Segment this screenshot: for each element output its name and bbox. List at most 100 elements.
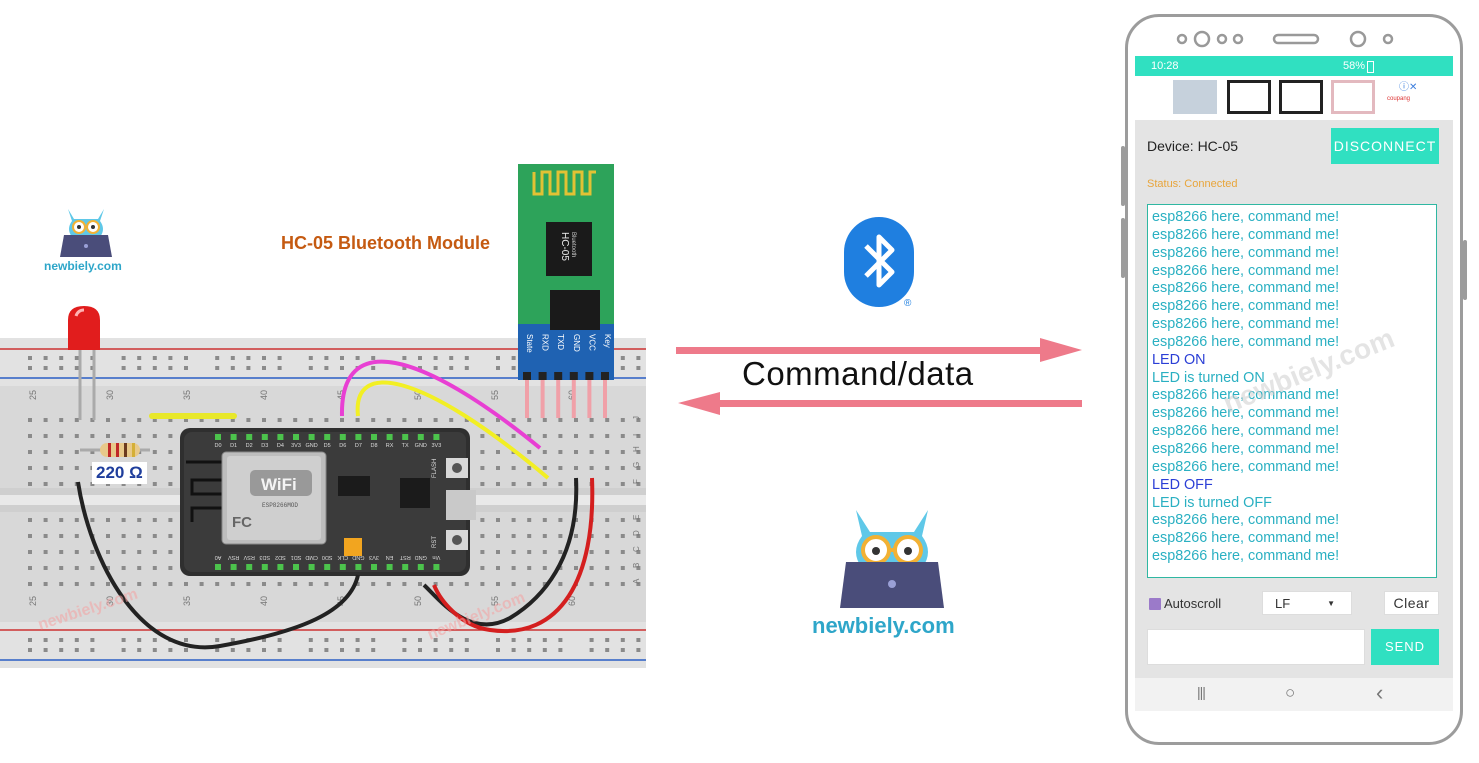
- disconnect-button[interactable]: DISCONNECT: [1331, 128, 1439, 164]
- clear-button[interactable]: Clear: [1384, 591, 1439, 615]
- ad-banner[interactable]: ⓘ✕ coupang: [1135, 76, 1453, 120]
- header-pin: [277, 564, 284, 570]
- hole: [137, 434, 142, 438]
- rail-hole: [511, 648, 516, 652]
- hole: [542, 518, 547, 522]
- console-line: esp8266 here, command me!: [1152, 423, 1340, 440]
- module-pin-label: RXD: [541, 334, 550, 351]
- header-pin: [293, 564, 299, 570]
- row-letter: A: [632, 578, 641, 584]
- phone-side-button-left-2[interactable]: [1121, 218, 1125, 278]
- header-pin: [402, 564, 409, 570]
- rail-hole: [28, 356, 32, 360]
- rail-hole: [355, 638, 360, 642]
- column-number: 55: [490, 596, 500, 606]
- hole: [620, 466, 625, 470]
- hole: [464, 418, 469, 422]
- hole: [90, 582, 95, 586]
- rail-hole: [620, 638, 625, 642]
- rail-hole: [558, 648, 563, 652]
- console-line: esp8266 here, command me!: [1152, 333, 1340, 350]
- hole: [574, 434, 578, 438]
- hole: [74, 518, 79, 522]
- phone-side-button-right[interactable]: [1463, 240, 1467, 300]
- recents-icon[interactable]: |||: [1197, 684, 1206, 700]
- owl-logo-icon: [60, 209, 112, 257]
- hole: [59, 450, 64, 454]
- rail-hole: [620, 366, 625, 370]
- rail-hole: [59, 356, 64, 360]
- hole: [496, 466, 500, 470]
- column-number: 55: [490, 390, 500, 400]
- rail-hole: [324, 356, 329, 360]
- hole: [464, 582, 469, 586]
- hole: [59, 434, 64, 438]
- hole: [542, 582, 547, 586]
- ad-badge[interactable]: ⓘ✕: [1399, 82, 1418, 93]
- module-pin-header: [569, 372, 578, 380]
- hole: [574, 566, 578, 570]
- rail-hole: [636, 638, 641, 642]
- module-pin-leg: [587, 380, 592, 418]
- logo-text: newbiely.com: [44, 259, 122, 273]
- rail-hole: [496, 366, 500, 370]
- hole: [620, 550, 625, 554]
- hole: [28, 450, 32, 454]
- hole: [542, 418, 547, 422]
- header-pin: [339, 434, 346, 440]
- hole: [355, 582, 360, 586]
- hole: [433, 582, 438, 586]
- hole: [121, 534, 126, 538]
- console-line: esp8266 here, command me!: [1152, 316, 1340, 333]
- hole: [28, 550, 32, 554]
- rail-hole: [59, 638, 64, 642]
- rail-hole: [90, 356, 95, 360]
- rail-hole: [355, 356, 360, 360]
- line-ending-select[interactable]: LF▼: [1262, 591, 1352, 615]
- home-icon[interactable]: ○: [1285, 683, 1296, 702]
- hole: [511, 434, 516, 438]
- hole: [542, 482, 547, 486]
- hole: [574, 534, 578, 538]
- hole: [480, 550, 485, 554]
- hole: [152, 582, 157, 586]
- message-input[interactable]: [1147, 629, 1365, 665]
- hole: [293, 418, 298, 422]
- hole: [43, 418, 48, 422]
- rail-hole: [215, 366, 220, 370]
- red-led: [68, 306, 100, 420]
- hole: [90, 566, 95, 570]
- header-pin: [246, 564, 253, 570]
- ad-thumb-2[interactable]: [1227, 80, 1271, 114]
- hole: [620, 518, 625, 522]
- serial-console[interactable]: esp8266 here, command me!esp8266 here, c…: [1147, 204, 1437, 578]
- hole: [433, 418, 438, 422]
- ad-thumb-3[interactable]: [1279, 80, 1323, 114]
- back-icon[interactable]: ‹: [1376, 680, 1384, 705]
- rail-hole: [74, 366, 79, 370]
- send-button[interactable]: SEND: [1371, 629, 1439, 665]
- hole: [230, 582, 235, 586]
- phone-side-button-left[interactable]: [1121, 146, 1125, 206]
- ad-thumb-4[interactable]: [1331, 80, 1375, 114]
- module-label: HC-05 Bluetooth Module: [281, 233, 490, 253]
- rail-hole: [418, 366, 422, 370]
- module-pin-label: GND: [572, 334, 581, 352]
- autoscroll-checkbox[interactable]: Autoscroll: [1149, 596, 1221, 611]
- hole: [340, 418, 344, 422]
- rail-hole: [449, 356, 454, 360]
- rail-hole: [137, 356, 142, 360]
- rail-hole: [433, 648, 438, 652]
- hole: [43, 534, 48, 538]
- bluetooth-registered-mark: ®: [904, 298, 912, 309]
- nodemcu-components: [338, 458, 476, 556]
- ad-thumb-1[interactable]: [1173, 80, 1217, 114]
- rail-hole: [74, 356, 79, 360]
- hole: [137, 482, 142, 486]
- rail-hole: [121, 638, 126, 642]
- rail-hole: [402, 638, 407, 642]
- rail-hole: [152, 356, 157, 360]
- hole: [542, 534, 547, 538]
- hole: [168, 466, 173, 470]
- hole: [28, 518, 32, 522]
